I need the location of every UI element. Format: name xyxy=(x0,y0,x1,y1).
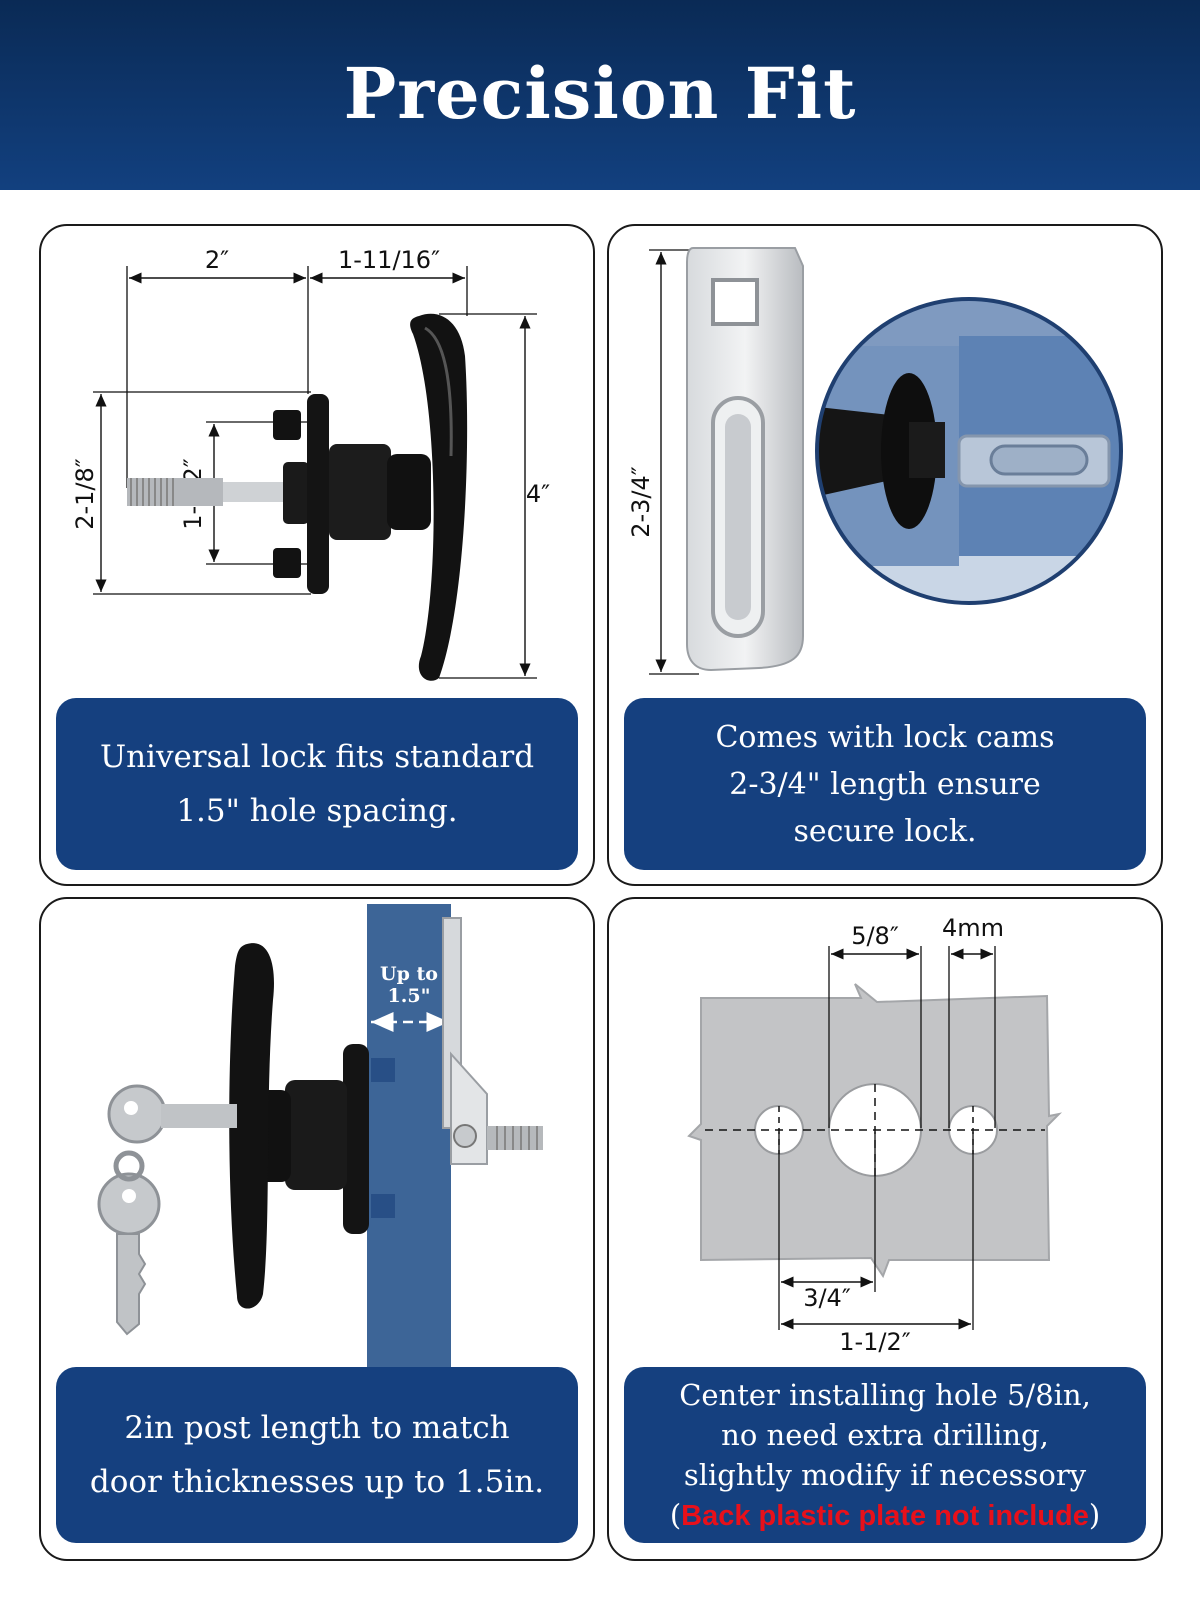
panel-hole-template: 5/8″ 4mm 3/4″ 1-1/2″ Center installing h… xyxy=(607,897,1163,1561)
caption-line: secure lock. xyxy=(793,814,977,849)
caption-lock-cams: Comes with lock cams 2-3/4" length ensur… xyxy=(624,698,1146,870)
dim-label-1-1-2in: 1-1/2″ xyxy=(839,1328,911,1356)
lock-cam-illustration xyxy=(686,247,804,672)
zoom-inset xyxy=(815,297,1123,605)
caption-hole-spacing: Universal lock fits standard 1.5" hole s… xyxy=(56,698,578,870)
caption-line: 2-3/4" length ensure xyxy=(729,767,1041,802)
hole-template-diagram: 5/8″ 4mm 3/4″ 1-1/2″ xyxy=(687,914,1063,1356)
warning-close-paren: ) xyxy=(1088,1498,1101,1532)
caption-line: door thicknesses up to 1.5in. xyxy=(89,1464,545,1500)
lock-cam-diagram: 2-3/4″ xyxy=(627,247,1123,675)
door-panel xyxy=(367,904,451,1374)
warning-text: Back plastic plate not include xyxy=(681,1500,1089,1532)
caption-warning-line: (Back plastic plate not include) xyxy=(624,1495,1146,1536)
t-handle-illustration xyxy=(127,313,468,681)
page-title: Precision Fit xyxy=(343,52,857,135)
warning-open-paren: ( xyxy=(669,1498,682,1532)
dim-label-4in: 4″ xyxy=(526,480,550,508)
caption-line: Center installing hole 5/8in, xyxy=(679,1378,1091,1412)
dim-label-2in: 2″ xyxy=(205,246,229,274)
dim-label-3-4in: 3/4″ xyxy=(803,1284,851,1312)
installed-handle-illustration xyxy=(229,917,543,1309)
door-label-up-to: Up to xyxy=(380,963,438,985)
dim-label-5-8in: 5/8″ xyxy=(851,922,899,950)
dim-label-2-1-8in: 2-1/8″ xyxy=(71,458,99,530)
panel-handle-dimensions: 2″ 1-11/16″ 2-1/8″ 1-1/2″ 4″ Universal xyxy=(39,224,595,886)
caption-line: slightly modify if necessory xyxy=(683,1458,1087,1492)
caption-line: Comes with lock cams xyxy=(715,720,1055,755)
caption-line: no need extra drilling, xyxy=(721,1418,1049,1452)
door-label-thickness: 1.5" xyxy=(388,985,431,1007)
caption-line: Universal lock fits standard xyxy=(99,739,535,775)
keys-illustration xyxy=(97,1084,237,1336)
dim-label-1-11-16in: 1-11/16″ xyxy=(338,246,440,274)
panel-lock-cam: 2-3/4″ Comes with lock cams xyxy=(607,224,1163,886)
caption-line: 2in post length to match xyxy=(124,1410,510,1446)
caption-post-length: 2in post length to match door thicknesse… xyxy=(56,1367,578,1543)
header-banner: Precision Fit xyxy=(0,0,1200,190)
dim-label-2-3-4in: 2-3/4″ xyxy=(627,466,655,538)
panel-door-thickness: Up to 1.5" xyxy=(39,897,595,1561)
dim-label-4mm: 4mm xyxy=(942,914,1004,942)
door-thickness-diagram: Up to 1.5" xyxy=(97,904,543,1374)
caption-installing-hole: Center installing hole 5/8in, no need ex… xyxy=(624,1367,1146,1543)
handle-dimension-diagram: 2″ 1-11/16″ 2-1/8″ 1-1/2″ 4″ xyxy=(71,246,550,681)
caption-line: 1.5" hole spacing. xyxy=(176,793,458,829)
